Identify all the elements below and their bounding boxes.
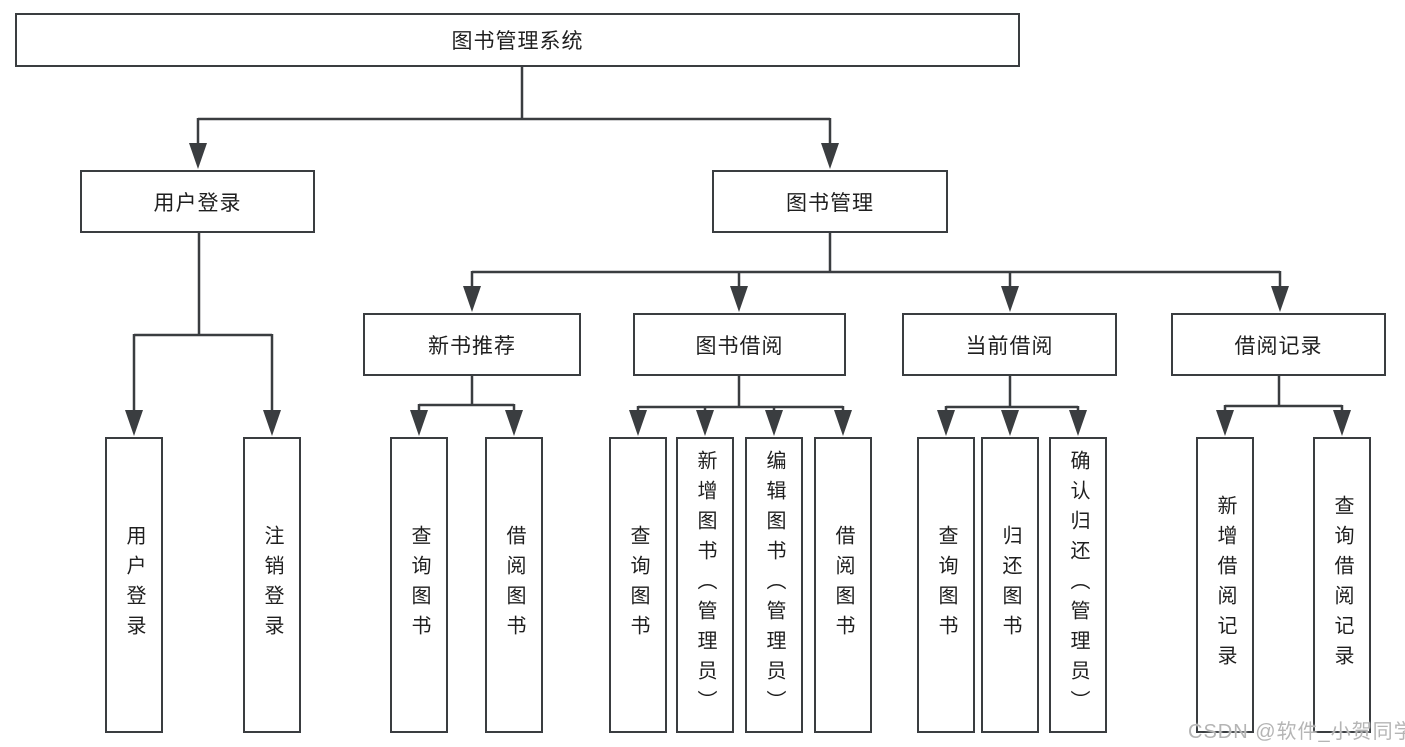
leaf-records-query: 查询借阅记录 [1313,437,1371,733]
leaf-user-login: 用户登录 [105,437,163,733]
arrowheads [125,143,1351,436]
arrowhead-icon [410,410,428,436]
arrowhead-icon [263,410,281,436]
csdn-watermark: CSDN @软件_小贺同学 [1188,721,1405,743]
leaf-records-add: 新增借阅记录 [1196,437,1254,733]
leaf-borrow-book: 借阅图书 [814,437,872,733]
node-root-system: 图书管理系统 [15,13,1020,67]
leaf-newbook-query: 查询图书 [390,437,448,733]
leaf-borrow-query: 查询图书 [609,437,667,733]
leaf-current-return: 归还图书 [981,437,1039,733]
arrowhead-icon [505,410,523,436]
arrowhead-icon [1333,410,1351,436]
arrowhead-icon [1271,286,1289,312]
arrowhead-icon [189,143,207,169]
leaf-current-query: 查询图书 [917,437,975,733]
node-user-login: 用户登录 [80,170,315,233]
arrowhead-icon [821,143,839,169]
leaf-logout: 注销登录 [243,437,301,733]
arrowhead-icon [937,410,955,436]
arrowhead-icon [834,410,852,436]
arrowhead-icon [125,410,143,436]
arrowhead-icon [1001,410,1019,436]
node-borrow-records: 借阅记录 [1171,313,1386,376]
arrowhead-icon [629,410,647,436]
leaf-newbook-borrow: 借阅图书 [485,437,543,733]
arrowhead-icon [1069,410,1087,436]
node-current-borrow: 当前借阅 [902,313,1117,376]
node-new-book-recommend: 新书推荐 [363,313,581,376]
arrowhead-icon [463,286,481,312]
arrowhead-icon [730,286,748,312]
leaf-borrow-edit-admin: 编辑图书（管理员） [745,437,803,733]
node-book-management: 图书管理 [712,170,948,233]
leaf-borrow-add-admin: 新增图书（管理员） [676,437,734,733]
arrowhead-icon [1001,286,1019,312]
arrowhead-icon [1216,410,1234,436]
node-book-borrow: 图书借阅 [633,313,846,376]
arrowhead-icon [765,410,783,436]
leaf-current-confirm-admin: 确认归还（管理员） [1049,437,1107,733]
arrowhead-icon [696,410,714,436]
